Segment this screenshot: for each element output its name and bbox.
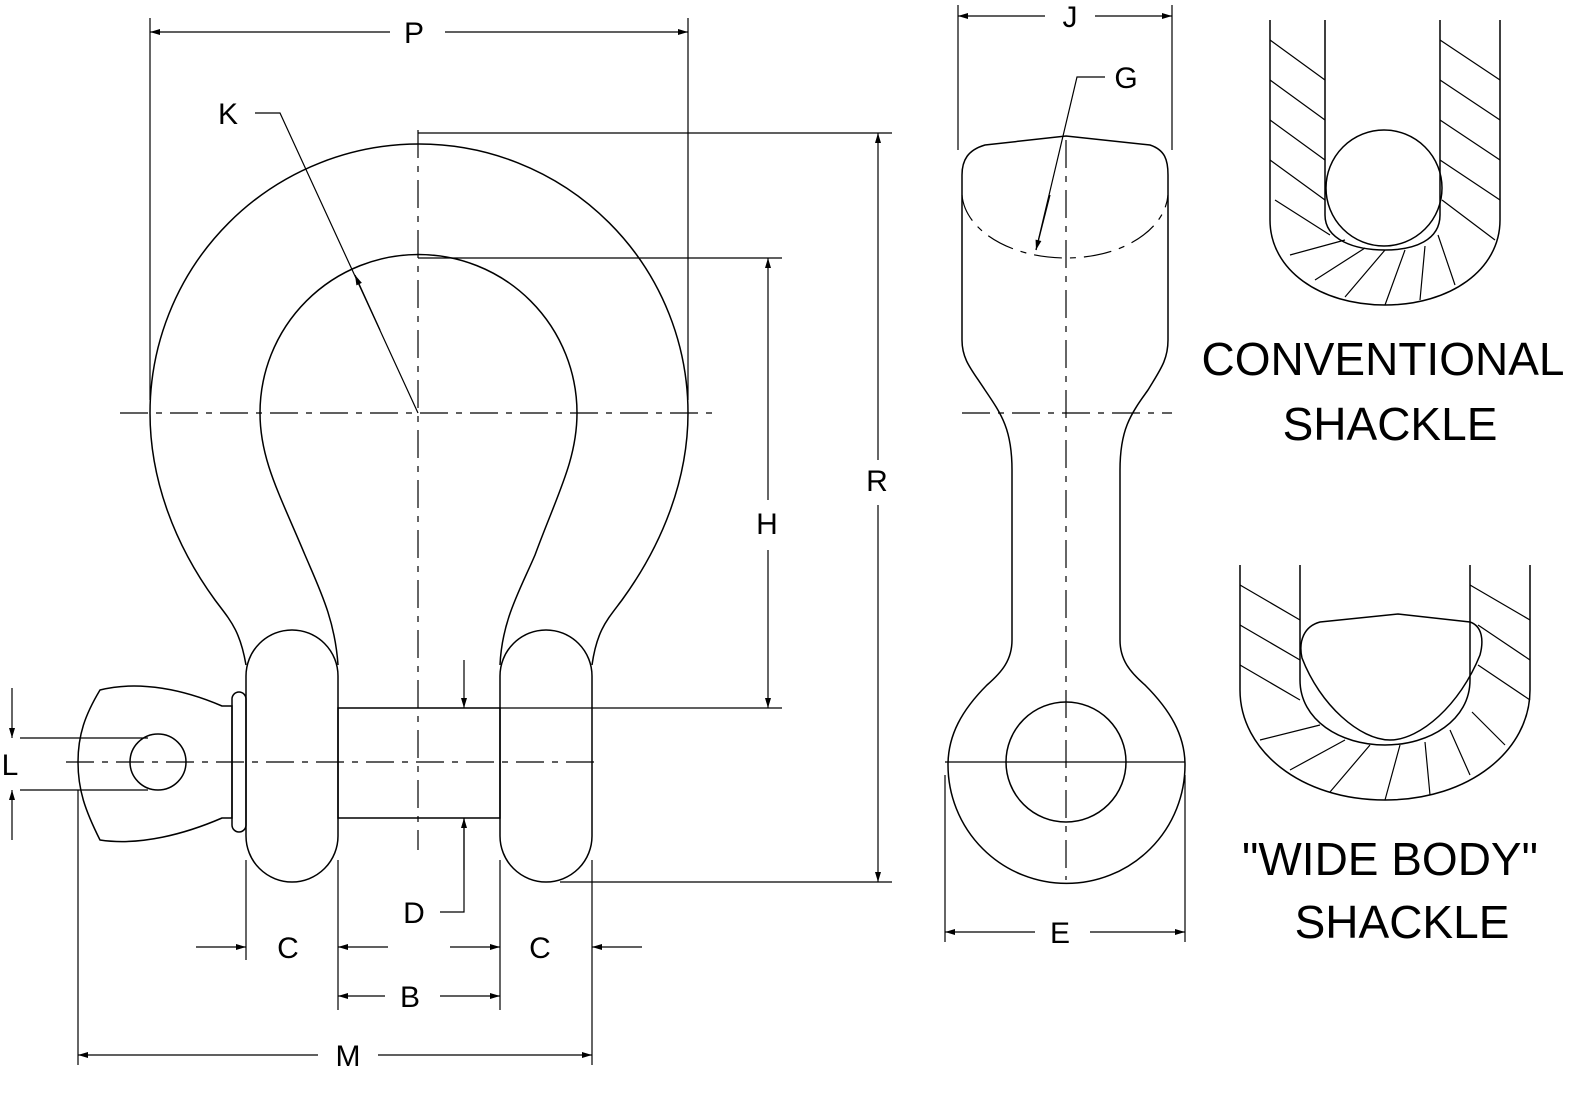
dim-label-j: J <box>1063 1 1078 34</box>
dim-label-r: R <box>866 465 888 498</box>
side-dimensions: J G E <box>944 1 1186 950</box>
caption-widebody-line1: "WIDE BODY" <box>1242 833 1538 885</box>
dim-label-b: B <box>400 981 420 1014</box>
dim-label-d: D <box>403 897 425 930</box>
caption-conventional-line2: SHACKLE <box>1283 398 1498 450</box>
left-ear <box>245 629 339 883</box>
side-view <box>945 135 1186 885</box>
conventional-pin <box>1325 129 1443 247</box>
dim-label-m: M <box>336 1040 361 1073</box>
pin-head <box>77 685 233 843</box>
right-ear <box>499 629 593 883</box>
bow-outer <box>149 143 689 666</box>
dim-label-g: G <box>1114 62 1137 95</box>
dim-label-c-right: C <box>529 932 551 965</box>
widebody-pin <box>1300 613 1483 741</box>
widebody-shackle-illustration: "WIDE BODY" SHACKLE <box>1239 565 1538 948</box>
conventional-shackle-illustration: CONVENTIONAL SHACKLE <box>1202 20 1565 450</box>
pin-body <box>337 707 501 819</box>
dim-label-p: P <box>404 17 424 50</box>
dim-label-l: L <box>2 749 19 782</box>
caption-conventional-line1: CONVENTIONAL <box>1202 333 1565 385</box>
dim-label-c-left: C <box>277 932 299 965</box>
caption-widebody-line2: SHACKLE <box>1295 896 1510 948</box>
side-outline <box>947 135 1186 885</box>
dim-label-e: E <box>1050 917 1070 950</box>
dim-label-h: H <box>756 508 778 541</box>
front-view <box>66 130 720 883</box>
dim-label-k: K <box>218 98 238 131</box>
front-dimensions: P K R H D L C C B <box>2 17 892 1073</box>
